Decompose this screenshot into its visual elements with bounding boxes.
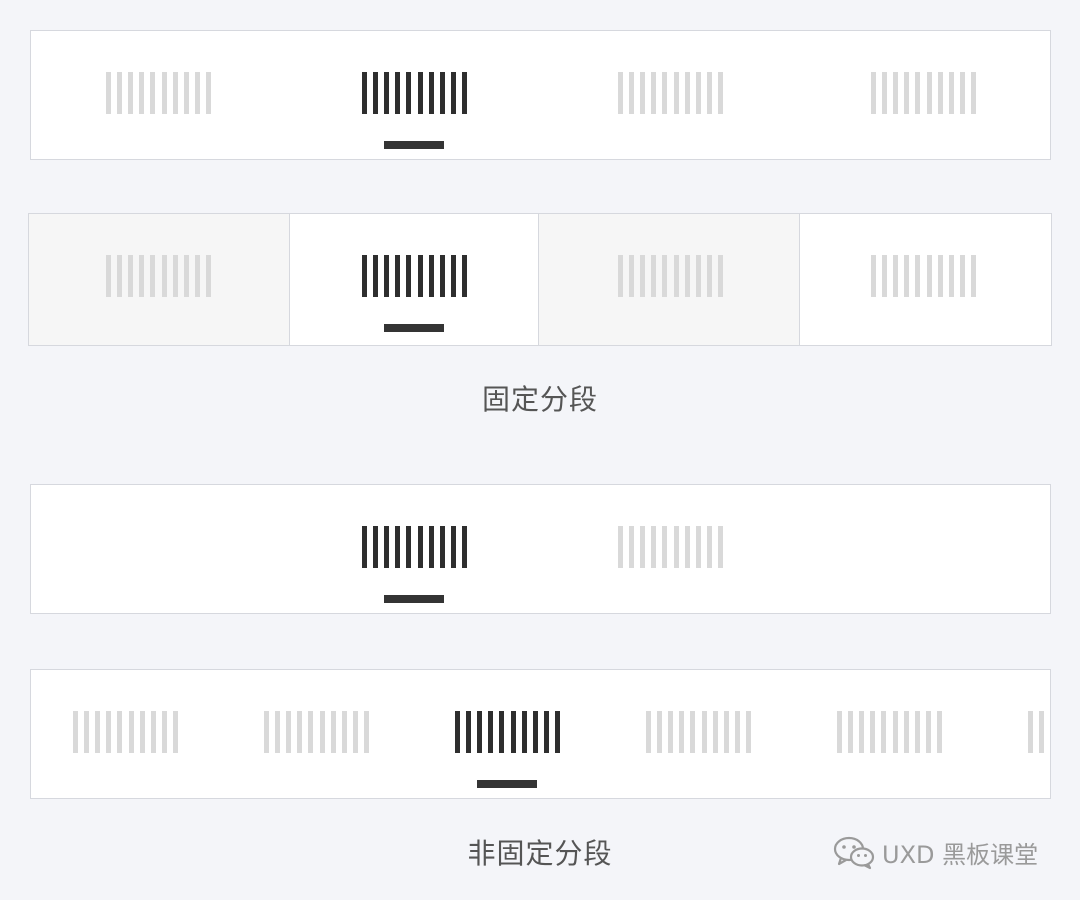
caption-fixed-segments: 固定分段 [481,383,598,416]
tab-label-placeholder [1028,711,1050,753]
tab-label-placeholder [362,255,467,297]
non-fixed-tab-bar [30,484,1051,614]
tab-label-placeholder [646,711,751,753]
tab-label-placeholder [618,526,723,568]
tab-1[interactable] [31,31,286,159]
segment-divider [799,214,800,345]
scrollable-tab-bar[interactable] [30,669,1051,799]
tab-label-placeholder [871,255,976,297]
wechat-icon [833,836,875,870]
segment-4[interactable] [800,214,1051,345]
segment-3[interactable] [539,214,799,345]
tab-label-placeholder [618,255,723,297]
tab-label-placeholder [362,72,467,114]
selected-tab-indicator [384,595,444,603]
segment-divider [538,214,539,345]
tab-1[interactable] [31,670,222,798]
tab-label-placeholder [455,711,560,753]
fixed-tab-bar-underline [30,30,1051,160]
selected-tab-indicator [477,780,537,788]
tab-4[interactable] [796,31,1050,159]
tab-2-selected[interactable] [286,31,541,159]
tab-4[interactable] [604,670,795,798]
watermark-text: UXD 黑板课堂 [882,840,1039,869]
tab-6-partial[interactable] [986,670,1050,798]
tab-label-placeholder [871,72,976,114]
segment-2-selected[interactable] [290,214,539,345]
tab-label-placeholder [362,526,467,568]
tab-3-selected[interactable] [413,670,604,798]
watermark: UXD 黑板课堂 [832,834,1038,870]
selected-tab-indicator [384,141,444,149]
tab-label-placeholder [618,72,723,114]
tab-label-placeholder [73,711,178,753]
tab-1-selected[interactable] [286,485,541,613]
tab-label-placeholder [264,711,369,753]
tab-3[interactable] [541,31,796,159]
tab-5[interactable] [795,670,986,798]
selected-tab-indicator [384,324,444,332]
tab-2[interactable] [222,670,413,798]
segment-divider [289,214,290,345]
tab-label-placeholder [837,711,942,753]
fixed-tab-bar-segmented [28,213,1052,346]
tab-label-placeholder [106,72,211,114]
tab-label-placeholder [106,255,211,297]
tab-2[interactable] [541,485,796,613]
caption-non-fixed-segments: 非固定分段 [467,837,613,870]
segment-1[interactable] [29,214,289,345]
